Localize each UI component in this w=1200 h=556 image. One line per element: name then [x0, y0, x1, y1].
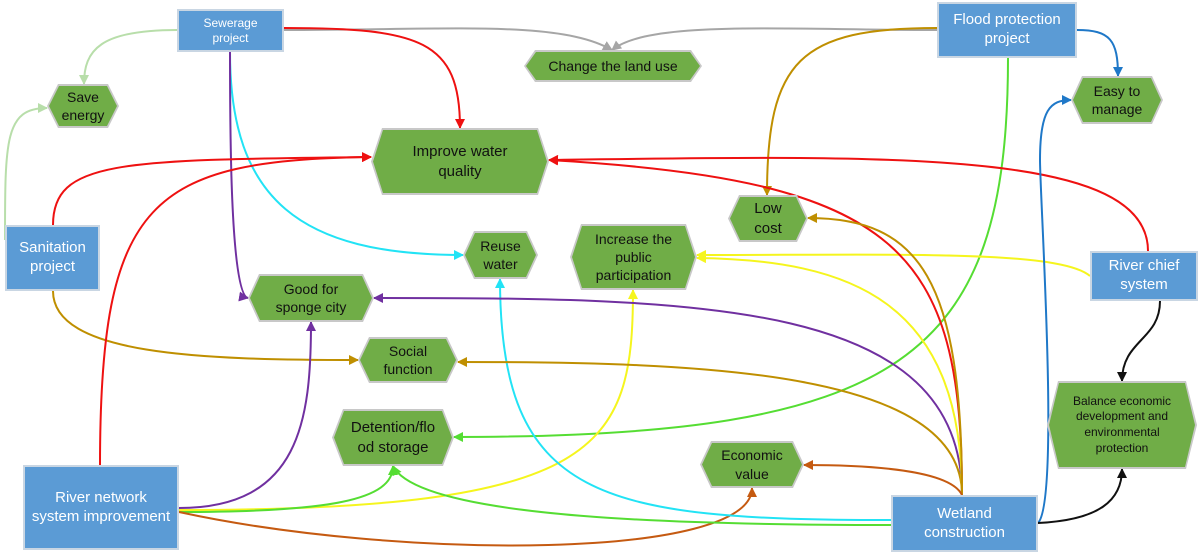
balance-development-node: Balance economic development and environ…	[1047, 381, 1197, 469]
wetland-construction-node: Wetland construction	[891, 495, 1038, 552]
social-function-label: Social function	[360, 339, 456, 381]
social-function-node: Social function	[358, 337, 458, 383]
easy-to-manage-label: Easy to manage	[1073, 78, 1161, 122]
economic-value-label: Economic value	[702, 443, 802, 486]
river-chief-system-node: River chief system	[1090, 251, 1198, 301]
edge-river-network-to-sponge-city	[178, 321, 316, 509]
detention-flood-storage-node: Detention/flo od storage	[332, 409, 454, 466]
flood-protection-project-node: Flood protection project	[937, 2, 1077, 58]
river-network-system-node: River network system improvement	[23, 465, 179, 550]
easy-to-manage-node: Easy to manage	[1071, 76, 1163, 124]
good-for-sponge-city-label: Good for sponge city	[250, 276, 372, 320]
edge-flood-to-detention	[453, 57, 1009, 442]
edge-river-chief-to-improve-water	[548, 154, 1149, 252]
change-land-use-label: Change the land use	[526, 52, 700, 80]
edge-sewerage-to-save-energy	[79, 29, 178, 85]
edge-river-network-to-public-participation	[178, 289, 638, 511]
edge-sewerage-to-reuse-water	[229, 51, 464, 260]
edge-flood-to-low-cost	[762, 27, 938, 196]
edge-sanitation-to-improve-water	[52, 152, 372, 226]
low-cost-node: Low cost	[728, 195, 808, 242]
detention-flood-storage-label: Detention/flo od storage	[334, 411, 452, 464]
edge-flood-to-easy-manage	[1076, 29, 1123, 77]
edge-wetland-to-economic-value	[803, 460, 963, 496]
improve-water-quality-node: Improve water quality	[371, 128, 549, 195]
reuse-water-label: Reuse water	[465, 233, 536, 277]
save-energy-label: Save energy	[49, 86, 117, 126]
edge-wetland-to-balance	[1037, 468, 1127, 524]
save-energy-node: Save energy	[47, 84, 119, 128]
edge-wetland-to-sponge-city	[373, 293, 963, 496]
edge-wetland-to-detention	[392, 465, 892, 526]
change-land-use-node: Change the land use	[524, 50, 702, 82]
balance-development-label: Balance economic development and environ…	[1049, 383, 1195, 467]
edge-flood-to-change-land-use	[611, 27, 938, 51]
edge-wetland-to-social-function	[457, 357, 963, 496]
edge-wetland-to-reuse-water	[495, 278, 892, 521]
edge-sewerage-to-sponge-city	[229, 51, 249, 302]
edge-sewerage-to-change-land-use	[283, 27, 613, 51]
edge-river-network-to-improve-water	[99, 152, 372, 466]
good-for-sponge-city-node: Good for sponge city	[248, 274, 374, 322]
sewerage-project-node: Sewerage project	[177, 9, 284, 52]
sanitation-project-node: Sanitation project	[5, 225, 100, 291]
edge-wetland-to-public-participation	[696, 253, 963, 496]
edge-sanitation-to-social-function	[52, 290, 359, 365]
edge-wetland-to-easy-manage	[1037, 95, 1072, 524]
public-participation-label: Increase the public participation	[572, 226, 695, 288]
reuse-water-node: Reuse water	[463, 231, 538, 279]
low-cost-label: Low cost	[730, 197, 806, 240]
improve-water-quality-label: Improve water quality	[373, 130, 547, 193]
public-participation-node: Increase the public participation	[570, 224, 697, 290]
edge-river-network-to-economic-value	[178, 487, 757, 547]
edge-river-chief-to-balance	[1117, 300, 1161, 382]
edge-wetland-to-low-cost	[807, 213, 963, 496]
edge-sewerage-to-improve-water	[283, 27, 465, 129]
economic-value-node: Economic value	[700, 441, 804, 488]
edge-river-chief-to-public-participation	[696, 249, 1091, 277]
edge-river-network-to-detention	[178, 465, 398, 513]
edge-sanitation-to-save-energy	[4, 103, 48, 241]
